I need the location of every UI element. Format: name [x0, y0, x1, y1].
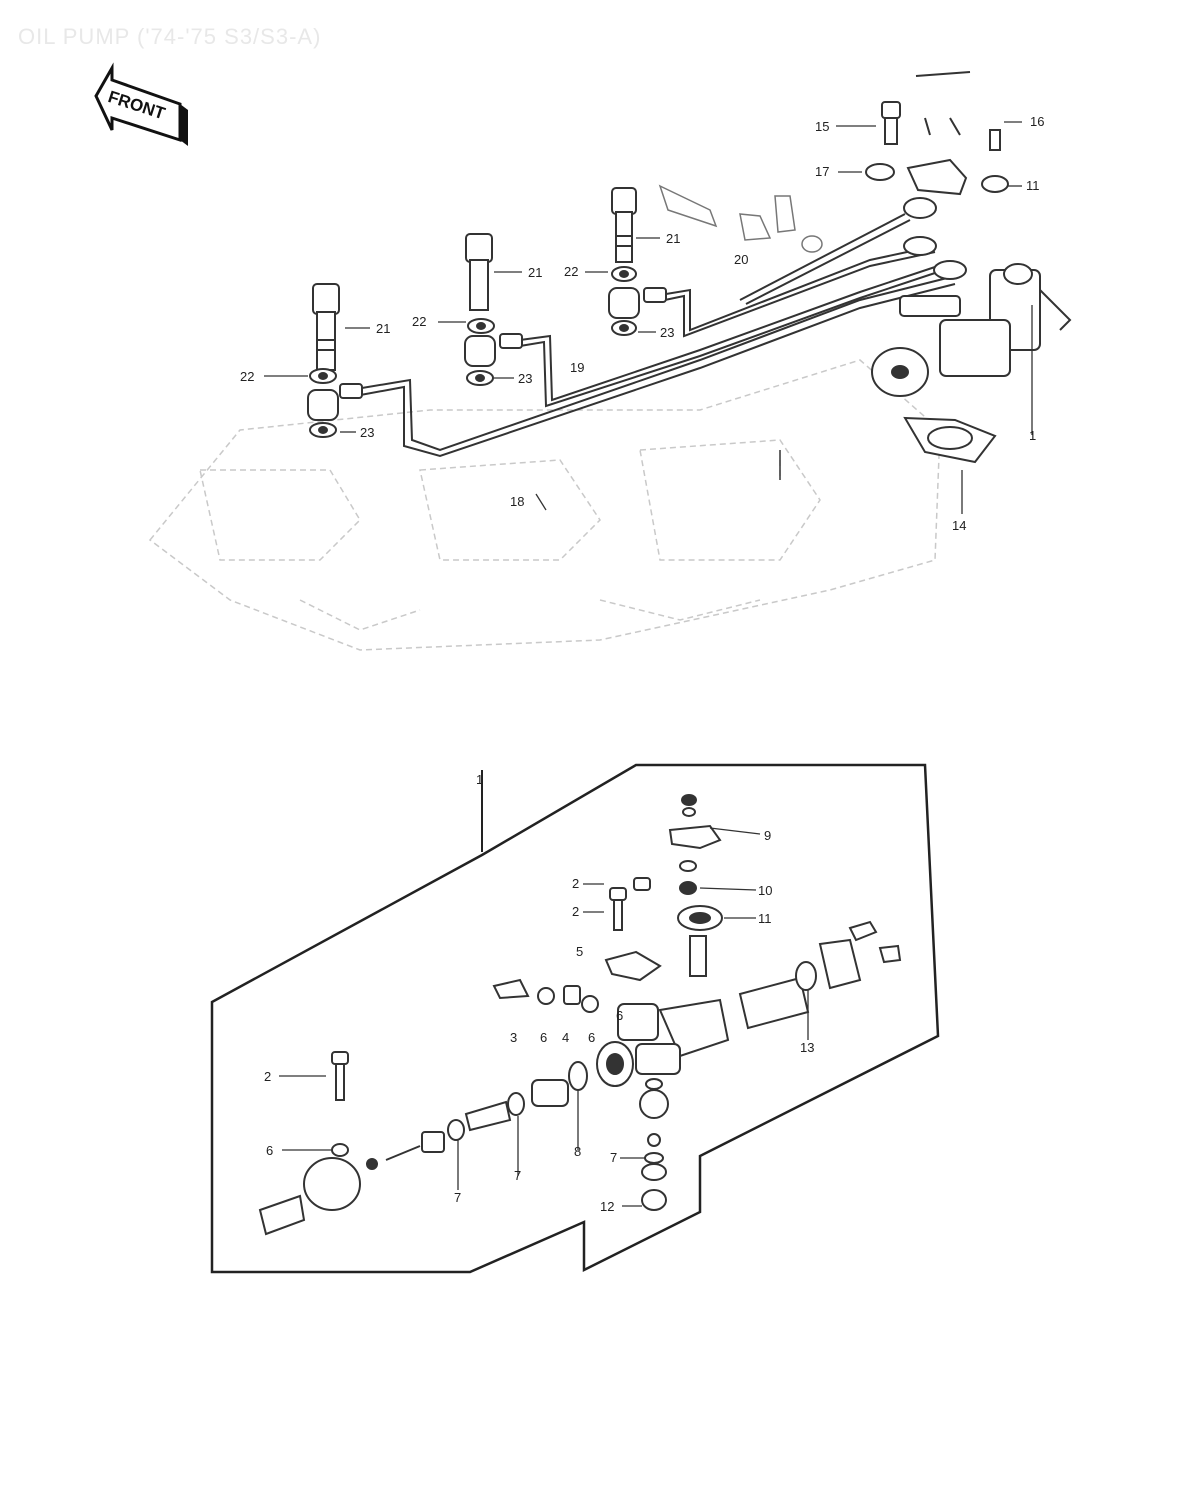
part-labels: 1 14 15 16 17 11 18 19 20 21 21 21 22 22… — [240, 114, 1044, 1214]
washers-and-banjos — [307, 266, 667, 438]
part-label: 6 — [540, 1030, 547, 1045]
part-label: 6 — [616, 1008, 623, 1023]
inset-parts — [258, 794, 902, 1236]
part-label: 4 — [562, 1030, 569, 1045]
small-parts-top — [865, 71, 1009, 196]
part-label: 2 — [572, 876, 579, 891]
oil-lines — [349, 213, 956, 458]
part-label: 5 — [576, 944, 583, 959]
part-label: 9 — [764, 828, 771, 843]
part-label: 18 — [510, 494, 524, 509]
part-label: 15 — [815, 119, 829, 134]
part-label: 19 — [570, 360, 584, 375]
part-label: 23 — [518, 371, 532, 386]
part-label: 6 — [266, 1143, 273, 1158]
part-label: 21 — [666, 231, 680, 246]
leader-lines — [264, 121, 1033, 1207]
part-label: 3 — [510, 1030, 517, 1045]
part-label: 7 — [454, 1190, 461, 1205]
inset-panel-border — [210, 763, 940, 1274]
part-label: 23 — [360, 425, 374, 440]
part-label: 10 — [758, 883, 772, 898]
part-label: 13 — [800, 1040, 814, 1055]
part-label: 21 — [528, 265, 542, 280]
part-label: 16 — [1030, 114, 1044, 129]
part-label: 7 — [610, 1150, 617, 1165]
part-label: 12 — [600, 1199, 614, 1214]
part-label: 11 — [758, 911, 772, 926]
front-arrow-icon: FRONT — [94, 62, 188, 146]
oil-pump-assembly — [871, 197, 1072, 397]
part-label: 6 — [588, 1030, 595, 1045]
banjo-bolt-c — [611, 187, 637, 263]
part-label: 22 — [564, 264, 578, 279]
part-label: 8 — [574, 1144, 581, 1159]
part-label: 1 — [1029, 428, 1036, 443]
part-label: 7 — [514, 1168, 521, 1183]
bracket-20-parts — [658, 184, 823, 253]
part-label: 23 — [660, 325, 674, 340]
part-label: 1 — [476, 772, 483, 787]
part-label: 11 — [1026, 178, 1040, 193]
part-label: 20 — [734, 252, 748, 267]
banjo-bolt-a — [312, 283, 340, 371]
part-label: 14 — [952, 518, 966, 533]
part-label: 22 — [412, 314, 426, 329]
part-label: 22 — [240, 369, 254, 384]
part-label: 2 — [264, 1069, 271, 1084]
part-label: 17 — [815, 164, 829, 179]
part-label: 21 — [376, 321, 390, 336]
part-label: 2 — [572, 904, 579, 919]
banjo-bolt-b — [465, 233, 493, 311]
page-title: OIL PUMP ('74-'75 S3/S3-A) — [18, 24, 322, 49]
gasket — [903, 416, 997, 464]
